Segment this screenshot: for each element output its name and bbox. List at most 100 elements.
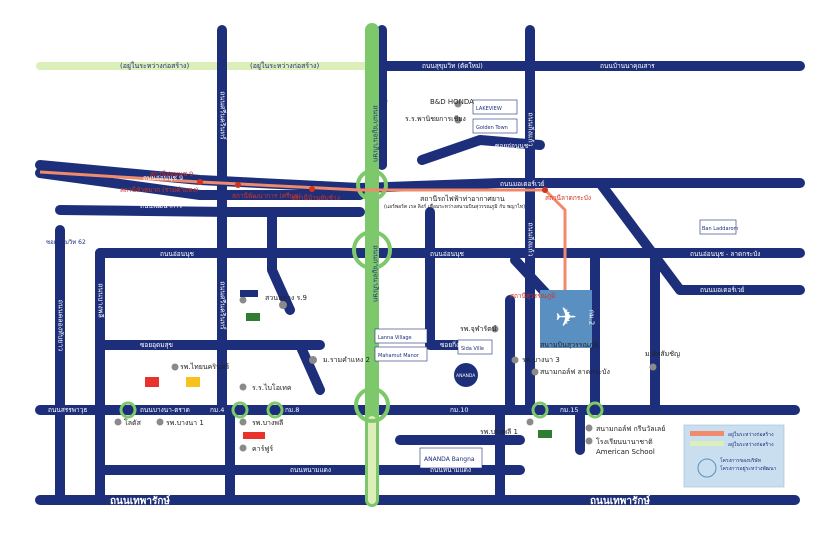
airport-box[interactable] xyxy=(540,290,592,348)
label-project-manor: Mahamut Manor xyxy=(378,353,420,359)
label-onnut9: ถนนอ่อนนุช 9 xyxy=(143,174,183,182)
label-onnut-mid: ถนนอ่อนนุช xyxy=(430,250,465,258)
poi-suanluang-2[interactable] xyxy=(239,296,247,304)
poi-bangna1[interactable] xyxy=(156,418,164,426)
interchange-1 xyxy=(119,401,137,419)
project-badge-manor[interactable] xyxy=(374,346,428,362)
label-airport-note: (แอร์พอร์ต เรล ลิงก์ เชื่อมระหว่างสนามบิ… xyxy=(384,203,525,210)
label-ram2: ม.รามคำแหง 2 xyxy=(323,356,370,364)
interchange-bangna xyxy=(354,387,390,423)
label-onnut-ladkrabang: ถนนอ่อนนุช - ลาดกระบัง xyxy=(690,250,760,258)
label-school-benja: ร.ร.ไบโอเทค xyxy=(252,383,292,392)
project-logo-ananda[interactable] xyxy=(454,363,478,387)
label-project-wongwan: Golden Town xyxy=(476,125,508,131)
label-sanphawut: ถนนสรรพาวุธ xyxy=(48,406,87,414)
store-icon-3 xyxy=(246,313,260,321)
label-bangna3: รพ.บางนา 3 xyxy=(522,356,560,364)
label-motorway: ถนนมอเตอร์เวย์ xyxy=(500,180,545,188)
label-right-top: ถนนบ้านนาคุณสาร xyxy=(600,62,655,70)
label-suvarnabhumi: สนามบินสุวรรณภูมิ xyxy=(540,341,598,349)
label-station-1: สถานีอ่อนนุช 9 xyxy=(150,170,193,178)
label-chulabhorn: รพ.จุฬารัตน์ xyxy=(460,325,497,333)
legend-swatch-uc xyxy=(690,441,724,446)
label-khlong: ถนนคลองทับยาว xyxy=(56,299,65,352)
label-soi-onnut: ซอยอ่อนนุช xyxy=(495,142,529,150)
poi-lotus[interactable] xyxy=(114,418,122,426)
road-onnut9[interactable] xyxy=(35,168,365,200)
poi-bangplee-1[interactable] xyxy=(526,418,534,426)
interchange-onnut xyxy=(352,230,392,270)
poi-ram2[interactable] xyxy=(309,356,317,364)
poi-chulabhorn[interactable] xyxy=(491,325,499,333)
project-badge-tara[interactable] xyxy=(457,339,493,355)
label-bangplee: รพ.บางพลี xyxy=(252,419,283,427)
label-airport-link: สถานีรถไฟฟ้าท่าอากาศยาน xyxy=(420,194,505,203)
project-badge-wongwan[interactable] xyxy=(472,118,518,134)
poi-carrefour[interactable] xyxy=(239,444,247,452)
legend-swatch-rail xyxy=(690,431,724,436)
station-dot-3 xyxy=(309,186,315,192)
label-carrefour: คาร์ฟูร์ xyxy=(252,445,273,453)
interchange-5 xyxy=(586,401,604,419)
label-km10: กม.10 xyxy=(450,406,469,414)
poi-golf-1[interactable] xyxy=(531,368,539,376)
label-station-2: สถานีหัวหมาก (รามคำแหง) xyxy=(120,186,198,194)
label-bangna1: รพ.บางนา 1 xyxy=(166,419,204,427)
interchange-4 xyxy=(531,401,549,419)
label-station-5: สถานีลาดกระบัง xyxy=(545,194,591,202)
poi-school[interactable] xyxy=(239,383,247,391)
label-station-4: สถานีบ้านทับช้าง xyxy=(292,194,340,202)
legend-label-1: อยู่ในระหว่างก่อสร้าง xyxy=(728,431,774,438)
label-station-3: สถานีพัฒนาการ (ศรีนุช) xyxy=(232,192,301,200)
station-dot-2 xyxy=(235,182,241,188)
legend-label-note: โครงการอยู่ระหว่างพัฒนา xyxy=(720,465,777,472)
label-udomsuk: ซอยอุดมสุข xyxy=(140,341,173,349)
poi-thainakarin[interactable] xyxy=(171,363,179,371)
label-pattanakarn: ถนนพัฒนาการ xyxy=(140,202,183,210)
label-uc-right: (อยู่ในระหว่างก่อสร้าง) xyxy=(250,61,319,70)
label-bangplee-1: รพ.บางพลี 1 xyxy=(480,428,518,436)
label-debaratana-left: ถนนเทพารักษ์ xyxy=(110,495,170,507)
station-dot-1 xyxy=(197,179,203,185)
road-suanluang[interactable] xyxy=(267,207,295,315)
label-km15: กม.15 xyxy=(560,406,579,414)
poi-wat[interactable] xyxy=(454,116,462,124)
label-golf-2: สนามกอล์ฟ กรีนวัลเลย์ xyxy=(596,425,665,433)
road-kingkaew25[interactable] xyxy=(425,207,475,350)
label-sukhumvit-new: ถนนสุขุมวิท (ตัดใหม่) xyxy=(422,62,483,70)
legend-label-2: อยู่ในระหว่างก่อสร้าง xyxy=(728,441,774,448)
poi-american[interactable] xyxy=(585,437,593,445)
label-project-moonlight: Lanna Village xyxy=(378,335,412,341)
road-onnut-soi[interactable] xyxy=(417,135,545,165)
store-icon-2 xyxy=(186,377,200,387)
label-uc-left: (อยู่ในระหว่างก่อสร้าง) xyxy=(120,61,189,70)
project-badge-last[interactable] xyxy=(419,447,483,469)
road-ram2[interactable] xyxy=(295,340,325,395)
poi-bangplee[interactable] xyxy=(239,418,247,426)
poi-assumption[interactable] xyxy=(649,363,657,371)
label-american: โรงเรียนนานาชาติ xyxy=(596,437,653,446)
label-motorway-east: ถนนมอเตอร์เวย์ xyxy=(700,286,745,294)
poi-suanluang[interactable] xyxy=(279,301,287,309)
label-wat: ร.ร.พานิชยการเชียง xyxy=(405,115,466,123)
label-lotus: โลตัส xyxy=(124,418,142,427)
project-badge-moonlight[interactable] xyxy=(374,328,428,344)
store-icon-5 xyxy=(538,430,552,438)
label-debaratana-right: ถนนเทพารักษ์ xyxy=(590,495,650,507)
label-project-ananda: ANANDA xyxy=(456,373,476,379)
project-badge-lakeview[interactable] xyxy=(472,99,518,115)
label-latkrabang: ถนนร่มเกล้า xyxy=(380,74,388,106)
label-suanluang: สวนหลวง ร.9 xyxy=(265,294,307,302)
poi-golf-2[interactable] xyxy=(585,424,593,432)
poi-bangna3[interactable] xyxy=(511,356,519,364)
label-onnut-left: ถนนอ่อนนุช xyxy=(160,250,195,258)
label-srinakarin-2: ถนนศรีนครินทร์ xyxy=(218,281,227,330)
poi-honda[interactable] xyxy=(454,100,462,108)
airplane-icon: ✈ xyxy=(555,303,577,333)
label-km2: กม.2 xyxy=(587,309,596,326)
project-badge-bangna[interactable] xyxy=(699,219,737,235)
road-motorway-east[interactable] xyxy=(595,178,805,295)
label-american-en: American School xyxy=(596,448,655,456)
road-pattanakarn[interactable] xyxy=(55,205,365,217)
